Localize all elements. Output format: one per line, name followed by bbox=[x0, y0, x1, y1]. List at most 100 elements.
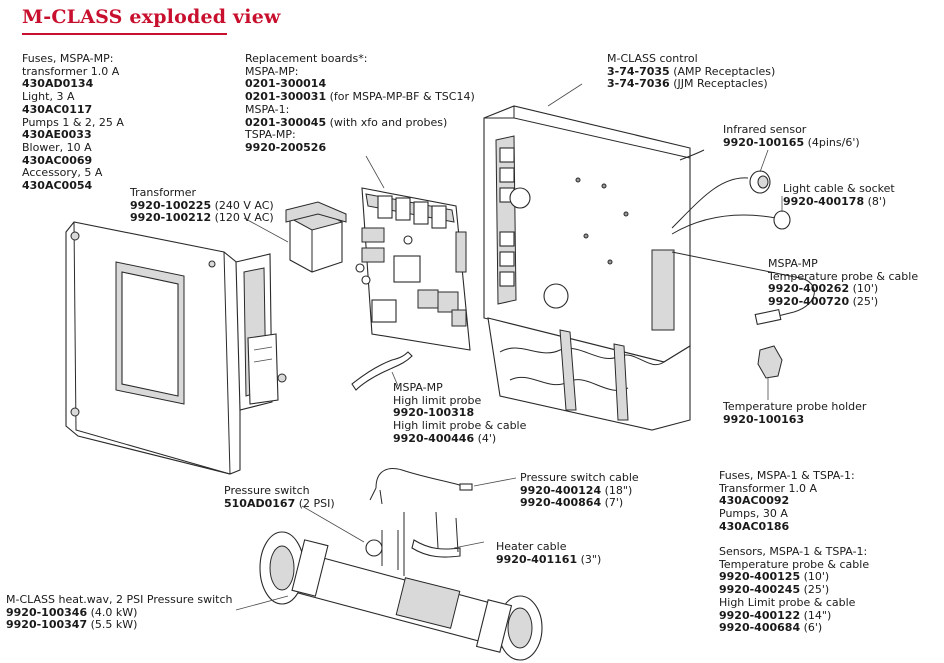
label-line: 9920-100163 bbox=[723, 412, 866, 427]
label-line: 9920-100165 (4pins/6') bbox=[723, 136, 860, 150]
label-line: 3-74-7036 (JJM Receptacles) bbox=[607, 78, 775, 91]
part-number: 9920-100346 bbox=[6, 605, 88, 619]
part-number: 9920-100225 bbox=[130, 198, 212, 212]
label-line: 9920-100225 (240 V AC) bbox=[130, 198, 274, 213]
part-note: (120 V AC) bbox=[211, 211, 274, 225]
heater-part bbox=[259, 512, 543, 661]
label-line: M-CLASS control bbox=[607, 52, 698, 65]
label-line: MSPA-MP: bbox=[245, 64, 299, 78]
part-note: (5.5 kW) bbox=[87, 618, 138, 632]
part-note: (10') bbox=[849, 282, 879, 296]
label-line: 430AD0134 bbox=[22, 77, 94, 91]
label-line: High limit probe bbox=[393, 393, 482, 407]
part-number: 9920-400125 bbox=[719, 570, 801, 584]
label-line: Pressure switch bbox=[224, 484, 310, 497]
label-line: Fuses, MSPA-MP: bbox=[22, 52, 114, 65]
label-line: 0201-300014 bbox=[245, 78, 475, 91]
cover-part bbox=[65, 221, 241, 475]
label-line: Light cable & socket bbox=[783, 182, 895, 195]
probe-holder-part bbox=[757, 345, 783, 379]
label-line: TSPA-MP: bbox=[245, 128, 296, 142]
part-note: (25') bbox=[849, 295, 879, 309]
label-line: High limit probe & cable bbox=[393, 419, 527, 433]
part-number: 9920-400178 bbox=[783, 194, 865, 208]
label-line: 430AC0069 bbox=[22, 153, 93, 167]
label-line: 9920-400245 (25') bbox=[719, 583, 869, 597]
label-line: 430AE0033 bbox=[22, 128, 92, 142]
inner-panel-part bbox=[235, 253, 287, 411]
pcb-board-part bbox=[355, 187, 471, 351]
part-note: (25') bbox=[800, 583, 830, 597]
part-note: (240 V AC) bbox=[211, 198, 274, 212]
part-note: (2 PSI) bbox=[295, 496, 335, 510]
part-number: 9920-400122 bbox=[719, 608, 801, 622]
part-number: 3-74-7036 bbox=[607, 77, 670, 91]
leader-lines bbox=[235, 83, 783, 611]
part-note: (with xfo and probes) bbox=[326, 115, 448, 129]
part-note: (10') bbox=[800, 570, 830, 584]
part-note: (3") bbox=[577, 552, 602, 566]
label-line: 0201-300031 (for MSPA-MP-BF & TSC14) bbox=[245, 90, 475, 104]
part-note: (for MSPA-MP-BF & TSC14) bbox=[326, 90, 475, 104]
label-line: Temperature probe & cable bbox=[719, 557, 870, 571]
title-underline bbox=[22, 33, 227, 35]
label-line: M-CLASS heat.wav, 2 PSI Pressure switch bbox=[6, 593, 233, 606]
label-line: 9920-400125 (10') bbox=[719, 571, 869, 584]
label-line: MSPA-MP bbox=[393, 381, 443, 394]
high-limit-probe-part bbox=[351, 351, 413, 391]
part-number: 9920-400864 bbox=[520, 496, 602, 510]
label-line: 9920-100318 bbox=[393, 407, 526, 420]
part-number: 9920-400720 bbox=[768, 295, 850, 309]
part-number: 0201-300045 bbox=[245, 115, 327, 129]
part-note: (4.0 kW) bbox=[87, 605, 138, 619]
part-number: 9920-100212 bbox=[130, 211, 212, 225]
label-line: Sensors, MSPA-1 & TSPA-1: bbox=[719, 545, 868, 558]
heater-cable-part bbox=[411, 539, 461, 558]
label-line: 9920-400720 (25') bbox=[768, 295, 918, 309]
label-line: 9920-400684 (6') bbox=[719, 621, 869, 635]
label-line: High Limit probe & cable bbox=[719, 595, 856, 609]
transformer-part bbox=[285, 201, 347, 273]
label-line: 430AC0054 bbox=[22, 179, 93, 193]
label-line: 9920-100212 (120 V AC) bbox=[130, 212, 274, 225]
label-line: 9920-400122 (14") bbox=[719, 608, 869, 623]
part-number: 9920-100163 bbox=[723, 412, 805, 426]
part-number: 9920-100347 bbox=[6, 618, 88, 632]
label-line: 0201-300045 (with xfo and probes) bbox=[245, 115, 475, 130]
part-number: 9920-400684 bbox=[719, 621, 801, 635]
label-line: 9920-200526 bbox=[245, 141, 475, 155]
label-line: Pumps 1 & 2, 25 A bbox=[22, 115, 124, 129]
label-line: 430AC0117 bbox=[22, 102, 93, 116]
part-number: 9920-400124 bbox=[520, 483, 602, 497]
part-number: 3-74-7035 bbox=[607, 64, 670, 78]
part-note: (4') bbox=[474, 431, 497, 445]
part-number: 9920-400262 bbox=[768, 282, 850, 296]
control-cables bbox=[671, 149, 815, 379]
label-line: transformer 1.0 A bbox=[22, 64, 120, 78]
part-note: (14") bbox=[800, 608, 832, 622]
label-line: MSPA-MP bbox=[768, 257, 818, 270]
part-number: 9920-400245 bbox=[719, 583, 801, 597]
label-line: 9920-401161 (3") bbox=[496, 552, 602, 567]
label-line: Transformer bbox=[130, 186, 197, 199]
label-line: 9920-100346 (4.0 kW) bbox=[6, 605, 232, 620]
label-line: Accessory, 5 A bbox=[22, 166, 103, 180]
label-line: 9920-400178 (8') bbox=[783, 194, 895, 209]
label-line: Heater cable bbox=[496, 540, 567, 553]
label-line: Temperature probe & cable bbox=[768, 269, 919, 283]
part-note: (6') bbox=[800, 621, 823, 635]
label-line: 9920-100347 (5.5 kW) bbox=[6, 619, 232, 632]
part-note: (7') bbox=[601, 496, 624, 510]
part-note: (18") bbox=[601, 483, 633, 497]
